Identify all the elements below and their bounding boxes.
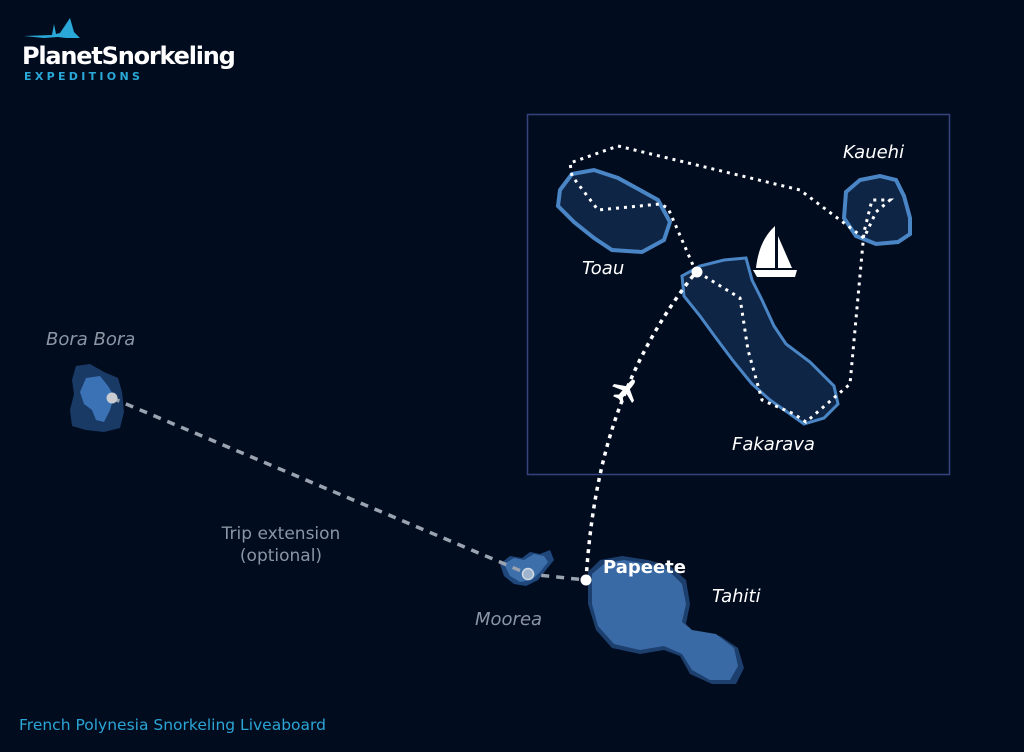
label-kauehi: Kauehi bbox=[843, 142, 905, 163]
airplane-icon bbox=[612, 379, 635, 404]
label-fakarava: Fakarava bbox=[732, 434, 815, 455]
moorea-point bbox=[521, 567, 535, 581]
island-tahiti bbox=[588, 556, 744, 684]
map-caption: French Polynesia Snorkeling Liveaboard bbox=[19, 716, 326, 734]
bora-bora-point bbox=[106, 392, 118, 404]
logo-subtitle: EXPEDITIONS bbox=[24, 70, 144, 83]
logo-brand: PlanetSnorkeling bbox=[22, 42, 236, 70]
route-trip-extension bbox=[111, 396, 587, 582]
fakarava-point bbox=[691, 266, 703, 278]
island-bora-bora bbox=[70, 364, 124, 432]
label-bora-bora: Bora Bora bbox=[46, 329, 136, 350]
label-toau: Toau bbox=[582, 258, 625, 279]
label-moorea: Moorea bbox=[475, 609, 543, 630]
trip-extension-label: Trip extension (optional) bbox=[196, 523, 366, 567]
inset-frame bbox=[526, 113, 951, 476]
route-flight bbox=[584, 270, 698, 581]
trip-extension-line2: (optional) bbox=[239, 546, 323, 566]
route-liveaboard bbox=[568, 144, 895, 424]
label-tahiti: Tahiti bbox=[712, 586, 761, 607]
sailboat-icon bbox=[753, 226, 797, 277]
manta-ray-icon bbox=[24, 18, 80, 38]
island-toau bbox=[555, 167, 673, 255]
papeete-point bbox=[580, 574, 592, 586]
label-papeete: Papeete bbox=[603, 557, 686, 578]
island-fakarava bbox=[680, 256, 840, 426]
trip-extension-line1: Trip extension bbox=[221, 524, 341, 544]
